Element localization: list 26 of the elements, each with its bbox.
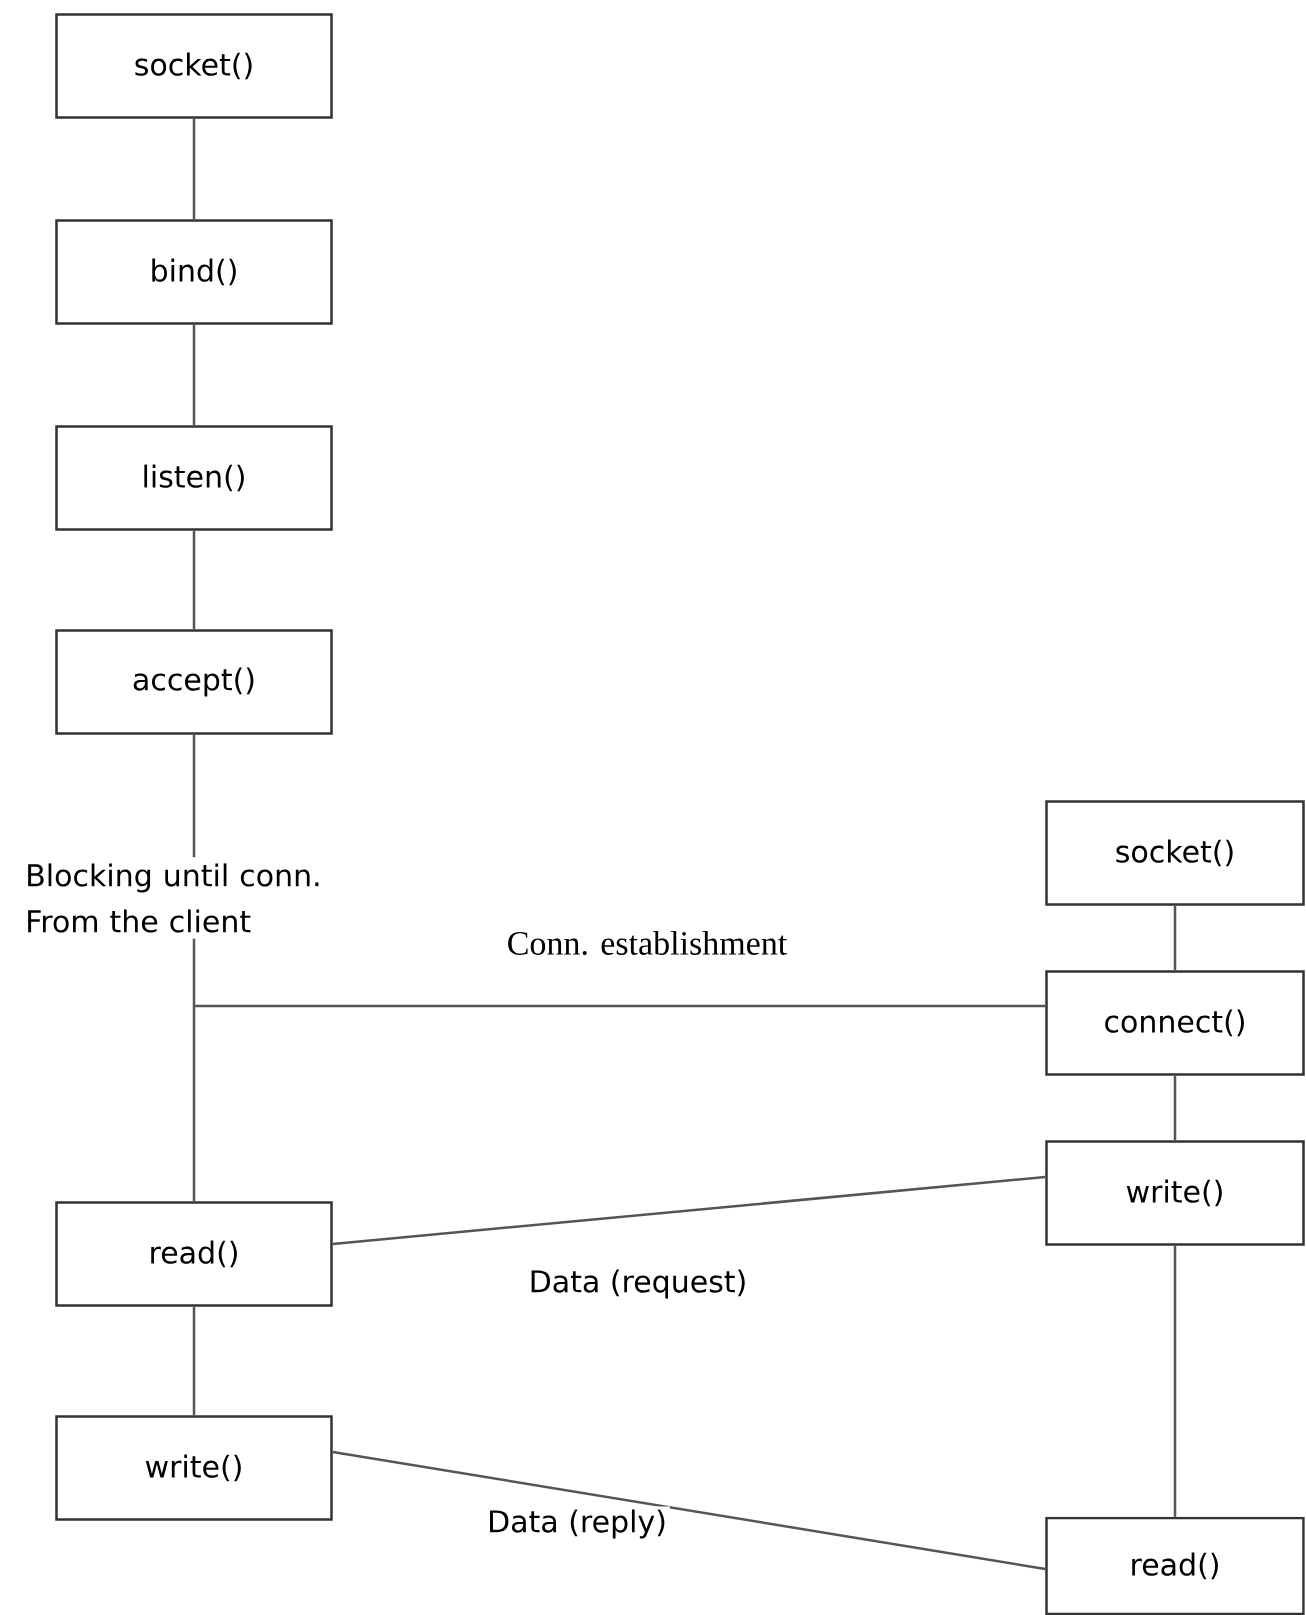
connector-line (194, 1004, 1046, 1008)
connector-line (1173, 905, 1177, 971)
connector-line (192, 734, 196, 858)
function-box: bind() (55, 219, 333, 325)
connector-line (1173, 1075, 1177, 1141)
function-box: read() (1045, 1516, 1305, 1615)
function-box: write() (1045, 1140, 1305, 1246)
connector-line (192, 118, 196, 220)
function-box: read() (55, 1201, 333, 1307)
connector-line (332, 1450, 1046, 1571)
edge-label: Conn. establishment (503, 927, 791, 959)
note-text: Blocking until conn. From the client (28, 863, 319, 933)
connector-line (192, 1306, 196, 1416)
edge-label: Data (request) (525, 1266, 751, 1302)
connector-line (192, 530, 196, 630)
function-box: listen() (55, 425, 333, 531)
function-box: socket() (1045, 800, 1305, 906)
function-box: write() (55, 1415, 333, 1521)
connector-line (192, 938, 196, 1202)
function-box: socket() (55, 13, 333, 119)
edge-label: Data (reply) (484, 1506, 670, 1542)
function-box: accept() (55, 629, 333, 735)
connector-line (1173, 1245, 1177, 1517)
connector-line (332, 1175, 1046, 1246)
connector-line (192, 324, 196, 426)
function-box: connect() (1045, 970, 1305, 1076)
